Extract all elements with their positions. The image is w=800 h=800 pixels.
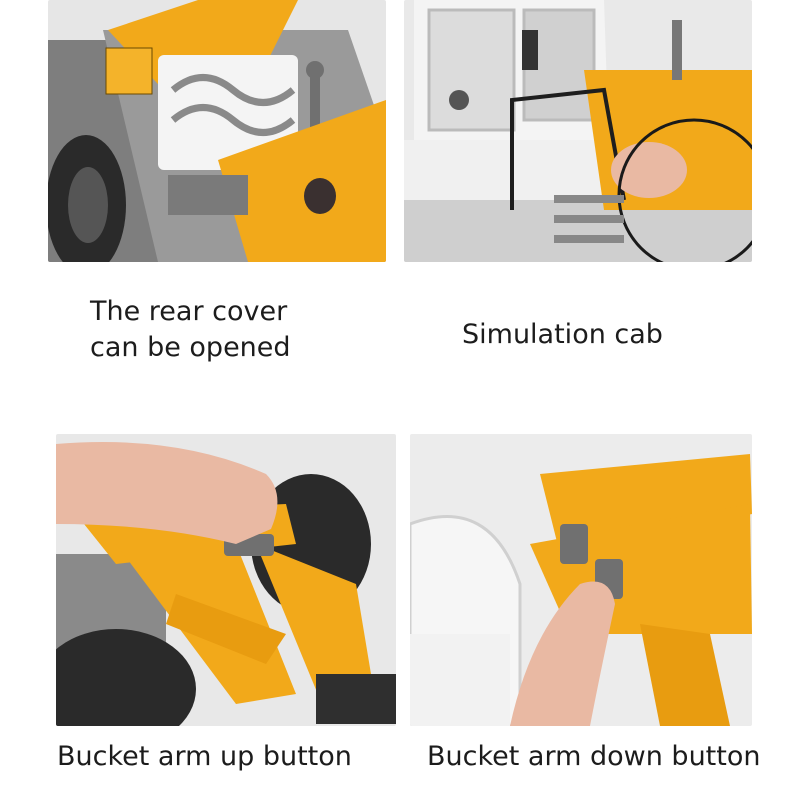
tire-icon (56, 629, 196, 726)
simulation-cab-photo (404, 0, 752, 262)
bucket-arm-down-button-photo (410, 434, 752, 726)
arm-up-illustration (56, 434, 396, 726)
rear-cover-illustration (48, 0, 386, 262)
caption-rear-cover: The rear cover can be opened (90, 296, 291, 363)
button-icon (560, 524, 588, 564)
bucket-arm-up-button-photo (56, 434, 396, 726)
rear-cover-open-photo (48, 0, 386, 262)
arm-down-illustration (410, 434, 752, 726)
hand-icon (510, 581, 615, 726)
caption-simulation-cab: Simulation cab (462, 319, 663, 350)
caption-arm-down: Bucket arm down button (427, 741, 761, 772)
caption-arm-up: Bucket arm up button (57, 741, 352, 772)
cab-illustration (404, 0, 752, 262)
hand-icon (56, 442, 278, 544)
